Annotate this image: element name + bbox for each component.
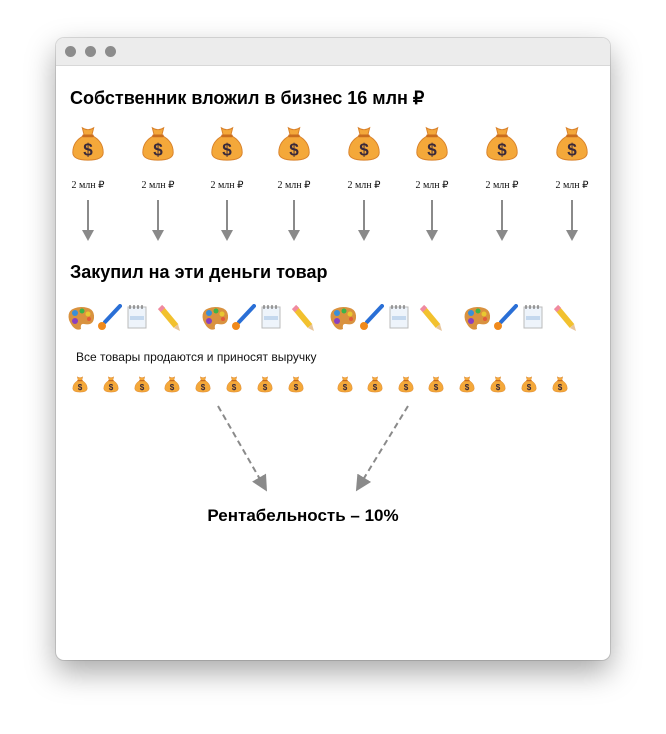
- palette-icon: [462, 304, 492, 332]
- notepad-icon: [260, 304, 282, 330]
- svg-text:$: $: [170, 383, 175, 392]
- arrow-down-icon: [152, 200, 164, 241]
- money-bag-icon: $: [208, 124, 246, 162]
- paintbrush-icon: [96, 304, 122, 332]
- money-bag-icon: $: [520, 375, 538, 393]
- palette-icon: [200, 304, 230, 332]
- svg-text:$: $: [558, 383, 563, 392]
- dashed-arrow-right: [355, 405, 409, 492]
- paintbrush-icon: [358, 304, 384, 332]
- arrow-down-icon: [288, 200, 300, 241]
- svg-text:$: $: [78, 383, 83, 392]
- paintbrush-icon: [230, 304, 256, 332]
- svg-text:$: $: [263, 383, 268, 392]
- money-bag-icon: $: [483, 124, 521, 162]
- notepad-icon: [522, 304, 544, 330]
- money-bag-icon: $: [553, 124, 591, 162]
- arrow-down-icon: [82, 200, 94, 241]
- bag-amount-label: 2 млн ₽: [210, 180, 244, 191]
- pencil-icon: [290, 304, 316, 332]
- money-bag-icon: $: [287, 375, 305, 393]
- heading-investment: Собственник вложил в бизнес 16 млн ₽: [70, 88, 425, 108]
- money-bag-icon: $: [366, 375, 384, 393]
- money-bag-icon: $: [71, 375, 89, 393]
- money-bag-icon: $: [225, 375, 243, 393]
- bag-amount-label: 2 млн ₽: [485, 180, 519, 191]
- money-bag-icon: $: [413, 124, 451, 162]
- money-bag-icon: $: [345, 124, 383, 162]
- svg-text:$: $: [427, 140, 437, 159]
- zoom-button[interactable]: [105, 46, 116, 57]
- title-bar: [56, 38, 610, 66]
- svg-text:$: $: [201, 383, 206, 392]
- money-bag-icon: $: [275, 124, 313, 162]
- palette-icon: [66, 304, 96, 332]
- svg-text:$: $: [83, 140, 93, 159]
- palette-icon: [328, 304, 358, 332]
- money-bag-icon: $: [397, 375, 415, 393]
- bag-amount-label: 2 млн ₽: [555, 180, 589, 191]
- money-bag-icon: $: [427, 375, 445, 393]
- arrow-down-icon: [496, 200, 508, 241]
- svg-text:$: $: [434, 383, 439, 392]
- dashed-arrow-left: [217, 405, 267, 492]
- bag-amount-label: 2 млн ₽: [347, 180, 381, 191]
- svg-text:$: $: [497, 140, 507, 159]
- money-bag-icon: $: [458, 375, 476, 393]
- money-bag-icon: $: [336, 375, 354, 393]
- money-bag-icon: $: [139, 124, 177, 162]
- money-bag-icon: $: [102, 375, 120, 393]
- svg-text:$: $: [373, 383, 378, 392]
- svg-text:$: $: [359, 140, 369, 159]
- minimize-button[interactable]: [85, 46, 96, 57]
- svg-text:$: $: [153, 140, 163, 159]
- svg-text:$: $: [567, 140, 577, 159]
- profitability-result: Рентабельность – 10%: [207, 506, 399, 525]
- arrow-down-icon: [566, 200, 578, 241]
- arrow-down-icon: [426, 200, 438, 241]
- notepad-icon: [388, 304, 410, 330]
- bag-amount-label: 2 млн ₽: [415, 180, 449, 191]
- money-bag-icon: $: [256, 375, 274, 393]
- close-button[interactable]: [65, 46, 76, 57]
- svg-text:$: $: [294, 383, 299, 392]
- money-bag-icon: $: [163, 375, 181, 393]
- paintbrush-icon: [492, 304, 518, 332]
- svg-text:$: $: [222, 140, 232, 159]
- money-bag-icon: $: [133, 375, 151, 393]
- pencil-icon: [552, 304, 578, 332]
- bag-amount-label: 2 млн ₽: [141, 180, 175, 191]
- svg-text:$: $: [527, 383, 532, 392]
- money-bag-icon: $: [489, 375, 507, 393]
- svg-text:$: $: [140, 383, 145, 392]
- pencil-icon: [156, 304, 182, 332]
- svg-text:$: $: [496, 383, 501, 392]
- money-bag-icon: $: [551, 375, 569, 393]
- notepad-icon: [126, 304, 148, 330]
- money-bag-icon: $: [69, 124, 107, 162]
- svg-text:$: $: [404, 383, 409, 392]
- bag-amount-label: 2 млн ₽: [277, 180, 311, 191]
- sales-note: Все товары продаются и приносят выручку: [76, 350, 317, 364]
- pencil-icon: [418, 304, 444, 332]
- svg-text:$: $: [465, 383, 470, 392]
- svg-text:$: $: [289, 140, 299, 159]
- svg-text:$: $: [109, 383, 114, 392]
- svg-text:$: $: [343, 383, 348, 392]
- bag-amount-label: 2 млн ₽: [71, 180, 105, 191]
- money-bag-icon: $: [194, 375, 212, 393]
- heading-goods: Закупил на эти деньги товар: [70, 262, 328, 282]
- arrow-down-icon: [221, 200, 233, 241]
- svg-text:$: $: [232, 383, 237, 392]
- arrow-down-icon: [358, 200, 370, 241]
